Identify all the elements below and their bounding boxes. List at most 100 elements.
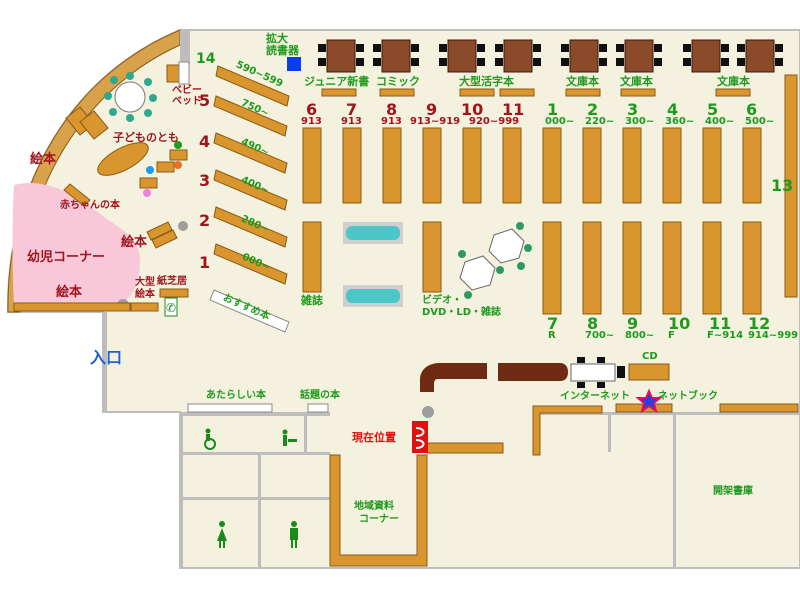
male-icon <box>290 521 298 548</box>
red-shelf-code-8: 913 <box>381 116 402 127</box>
entrance-label: 入口 <box>90 348 123 367</box>
baby-bed-label-1: ベビー <box>172 85 202 96</box>
wall-restroom-h2 <box>180 497 330 500</box>
internet-label: インターネット <box>560 391 630 402</box>
right-shelf-num-13: 13 <box>771 176 794 195</box>
right-low-shelf <box>719 403 799 413</box>
female-icon <box>217 521 227 548</box>
red-shelf-code-6: 913 <box>301 116 322 127</box>
ehon-label-2: 絵本 <box>121 235 148 250</box>
red-shelf-num-6: 6 <box>306 100 318 119</box>
green-shelf-num-9: 9 <box>627 314 639 333</box>
video-label-2: DVD・LD・雑誌 <box>422 307 502 318</box>
green-shelf-num-5: 5 <box>707 100 719 119</box>
round-table <box>114 81 146 113</box>
oval-table <box>97 142 149 176</box>
green-shelf-code-10: F <box>668 330 675 341</box>
ehon-label-3: 絵本 <box>56 285 83 300</box>
green-shelf-code-6: 500~ <box>745 116 775 127</box>
hex-tables <box>459 228 525 291</box>
chiiki-shelf-h <box>426 442 504 454</box>
wadai-label: 話題の本 <box>300 390 340 401</box>
pc-desks <box>570 357 625 388</box>
chiiki-label-1: 地域資料 <box>354 501 394 512</box>
green-shelf-code-9: 800~ <box>625 330 655 341</box>
baby-bed-label-2: ベッド <box>172 96 202 107</box>
internet-counter <box>532 405 603 456</box>
center-benches <box>343 222 403 307</box>
chiiki-corner <box>329 454 428 567</box>
wall-restroom-v3 <box>304 412 307 452</box>
wall-restroom-h1 <box>180 452 330 455</box>
atarashii-label: あたらしい本 <box>206 390 266 401</box>
magnifier-label-1: 拡大 <box>266 32 288 45</box>
green-shelf-num-7: 7 <box>547 314 559 333</box>
shelves-lower-row <box>302 221 762 315</box>
right-wall-shelf <box>784 74 798 298</box>
current-location-arrows <box>415 427 425 449</box>
magnifier-label-2: 読書器 <box>266 44 299 57</box>
pillar-round-1 <box>178 221 188 231</box>
wall-restroom-v1 <box>180 416 183 568</box>
bunko-label-2: 文庫本 <box>620 75 653 88</box>
bunko-label-1: 文庫本 <box>566 75 599 88</box>
shelves-upper-row <box>302 127 762 204</box>
osusume-shelf <box>209 289 290 333</box>
red-shelf-num-7: 7 <box>346 100 358 119</box>
hex-chairs <box>458 222 532 299</box>
round-table-chairs <box>104 72 157 122</box>
green-shelf-num-12: 12 <box>748 314 771 333</box>
phone-icon: ✆ <box>164 297 178 317</box>
wall-right-area <box>540 412 800 415</box>
green-shelf-code-8: 700~ <box>585 330 615 341</box>
svg-text:✆: ✆ <box>166 301 176 315</box>
green-shelf-num-4: 4 <box>667 100 679 119</box>
pillar-round-3 <box>422 406 434 418</box>
cd-shelf <box>628 363 670 381</box>
green-shelf-code-3: 300~ <box>625 116 655 127</box>
shelf-num-14: 14 <box>196 51 216 67</box>
wall-entrance-line <box>103 312 107 412</box>
video-label-1: ビデオ・ <box>422 295 462 306</box>
green-shelf-code-1: 000~ <box>545 116 575 127</box>
baby-bed <box>178 61 190 85</box>
zasshi-label: 雑誌 <box>301 294 323 307</box>
outer-curved-wall <box>7 29 181 313</box>
green-shelf-num-2: 2 <box>587 100 599 119</box>
wall-lower-left <box>180 412 330 416</box>
bunko-label-3: 文庫本 <box>717 75 750 88</box>
red-shelf-num-9: 9 <box>426 100 438 119</box>
baby-care-icon <box>282 429 297 446</box>
green-shelf-num-3: 3 <box>627 100 639 119</box>
wheelchair-icon <box>204 428 216 450</box>
shelf-num-1: 1 <box>199 253 211 272</box>
green-shelf-code-4: 360~ <box>665 116 695 127</box>
service-counter <box>420 363 487 392</box>
reading-tables-top <box>326 39 775 73</box>
kodomo-tomo-label: 子どものとも <box>113 131 179 144</box>
chiiki-label-2: コーナー <box>359 514 399 525</box>
green-shelf-num-11: 11 <box>709 314 732 333</box>
green-shelf-code-5: 400~ <box>705 116 735 127</box>
green-shelf-code-2: 220~ <box>585 116 615 127</box>
comic-label: コミック <box>376 75 420 88</box>
wall-restroom-v2 <box>258 455 261 568</box>
green-shelf-code-7: R <box>548 330 556 341</box>
akachan-label: 赤ちゃんの本 <box>60 200 120 211</box>
green-shelf-code-11: F~914 <box>707 330 744 341</box>
green-shelf-num-6: 6 <box>746 100 758 119</box>
netbook-label: ネットブック <box>658 391 718 402</box>
large-print-label: 大型活字本 <box>459 75 514 88</box>
green-shelf-num-10: 10 <box>668 314 691 333</box>
kids-bottom-wall <box>13 302 131 312</box>
red-shelf-num-10: 10 <box>461 100 484 119</box>
kamishibai-label: 紙芝居 <box>157 276 187 287</box>
diagonal-shelves <box>213 65 290 285</box>
ogata-ehon-label-2: 絵本 <box>135 289 155 300</box>
shelf-num-3: 3 <box>199 171 211 190</box>
star-icon <box>635 388 663 414</box>
top-low-shelves <box>321 88 751 97</box>
shelf-num-4: 4 <box>199 132 211 151</box>
green-shelf-code-12: 914~999 <box>748 330 799 341</box>
